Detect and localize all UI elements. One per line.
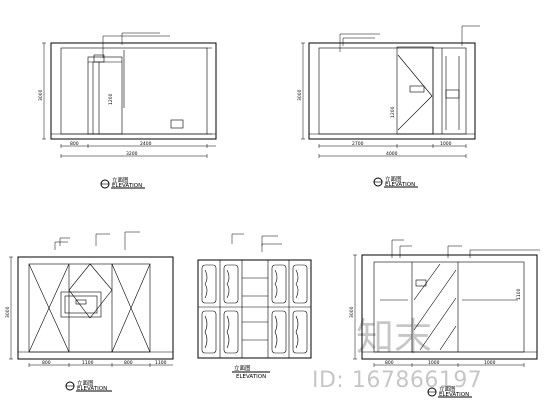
width-dim-total: 4000	[386, 151, 398, 157]
elevation-2: 3000 1200 2700 1000 4000 立面图 ELEVATION	[297, 25, 480, 188]
width-dim-3: 1000	[484, 360, 496, 366]
height-dim-2: 1100	[516, 288, 522, 300]
elevation-title: 立面图	[234, 364, 251, 372]
width-dim-2: 2400	[140, 141, 152, 147]
watermark: 知末 ID: 167866197	[312, 315, 482, 393]
elevation-title: 立面图	[385, 175, 402, 183]
width-dim-total: 3200	[126, 151, 138, 157]
elevation-title: 立面图	[112, 176, 129, 184]
watermark-id: ID: 167866197	[312, 368, 482, 393]
width-dim-1: 800	[70, 141, 79, 147]
width-dim-2: 1100	[82, 360, 94, 366]
height-dim-1: 3000	[297, 89, 303, 101]
elevation-subtitle: ELEVATION	[385, 182, 415, 188]
height-dim-2: 1200	[108, 93, 114, 105]
elevation-4: 立面图 ELEVATION	[197, 233, 312, 380]
elevation-1: 3000 1200 800 2400 3200 立面图 ELEVATION	[38, 32, 217, 189]
elevation-subtitle: ELEVATION	[77, 386, 107, 392]
height-dim-1: 3000	[5, 306, 11, 318]
elevation-subtitle: ELEVATION	[236, 374, 266, 380]
elevation-5: 3000 1100 800 1000 1000 立面图 ELEVATION	[349, 239, 540, 398]
elevation-subtitle: ELEVATION	[112, 183, 142, 189]
height-dim-1: 3000	[38, 89, 44, 101]
width-dim-1: 2700	[352, 141, 364, 147]
elevation-3: 3000 800 1100 800 1100 立面图 ELEVATION	[5, 231, 174, 392]
height-dim-1: 3000	[349, 306, 355, 318]
watermark-logo: 知末	[356, 315, 432, 359]
height-dim-2: 1200	[390, 106, 396, 118]
width-dim-2: 1000	[428, 360, 440, 366]
width-dim-4: 1100	[155, 360, 167, 366]
width-dim-1: 800	[385, 360, 394, 366]
width-dim-2: 1000	[440, 141, 452, 147]
elevation-title: 立面图	[439, 385, 456, 393]
width-dim-3: 800	[124, 360, 133, 366]
elevation-title: 立面图	[77, 379, 94, 387]
elevation-subtitle: ELEVATION	[439, 392, 469, 398]
width-dim-1: 800	[42, 360, 51, 366]
